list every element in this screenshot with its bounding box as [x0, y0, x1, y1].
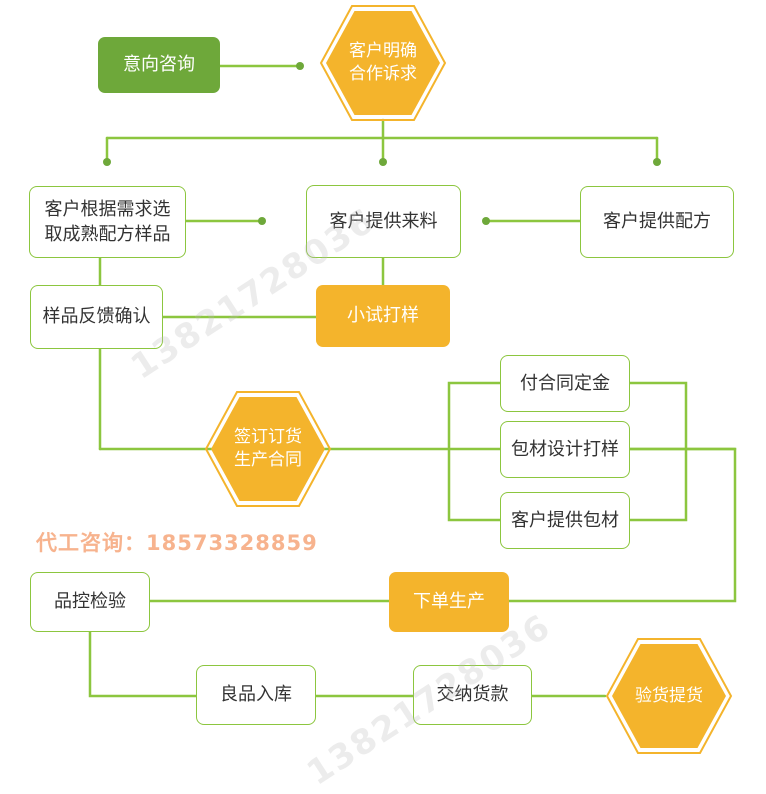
provide-formula-node: 客户提供配方 — [580, 186, 734, 258]
contact-note: 代工咨询：18573328859 — [36, 531, 318, 555]
production-node: 下单生产 — [389, 572, 509, 632]
confirm-node: 客户明确 合作诉求 — [326, 11, 440, 115]
packaging-design-node: 包材设计打样 — [500, 421, 630, 478]
provide-packaging-node: 客户提供包材 — [500, 492, 630, 549]
intent-node: 意向咨询 — [98, 37, 220, 93]
select-sample-node: 客户根据需求选 取成熟配方样品 — [29, 186, 186, 258]
trial-node: 小试打样 — [316, 285, 450, 347]
warehouse-node: 良品入库 — [196, 665, 316, 725]
provide-material-node: 客户提供来料 — [306, 185, 461, 258]
payment-node: 交纳货款 — [413, 665, 532, 725]
sign-order-node: 签订订货 生产合同 — [211, 397, 325, 501]
qc-node: 品控检验 — [30, 572, 150, 632]
deposit-node: 付合同定金 — [500, 355, 630, 412]
sample-feedback-node: 样品反馈确认 — [30, 285, 163, 349]
